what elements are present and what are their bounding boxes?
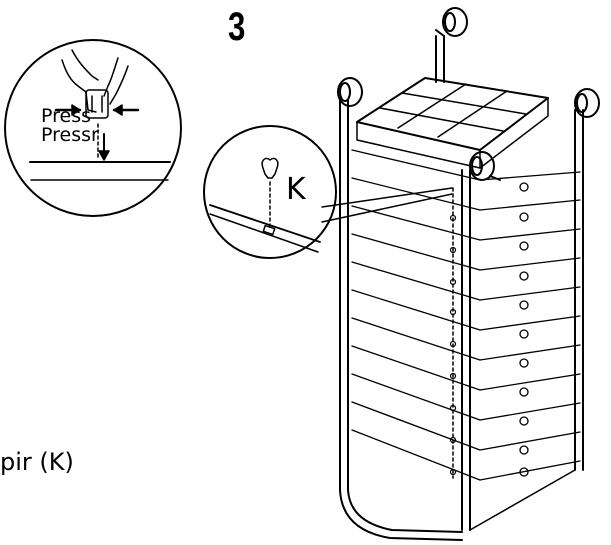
- press-label: Press: [41, 105, 92, 127]
- drawer-cart-icon: [339, 35, 584, 541]
- caster-wheel-icon: [337, 7, 600, 181]
- clip-k-icon: [203, 125, 453, 259]
- press-label-secondary: Pressr: [41, 124, 99, 146]
- hand-press-detail-icon: [4, 39, 182, 217]
- caption-text: pir (K): [0, 448, 74, 476]
- part-label-k: K: [286, 172, 306, 207]
- step-number: 3: [228, 5, 245, 49]
